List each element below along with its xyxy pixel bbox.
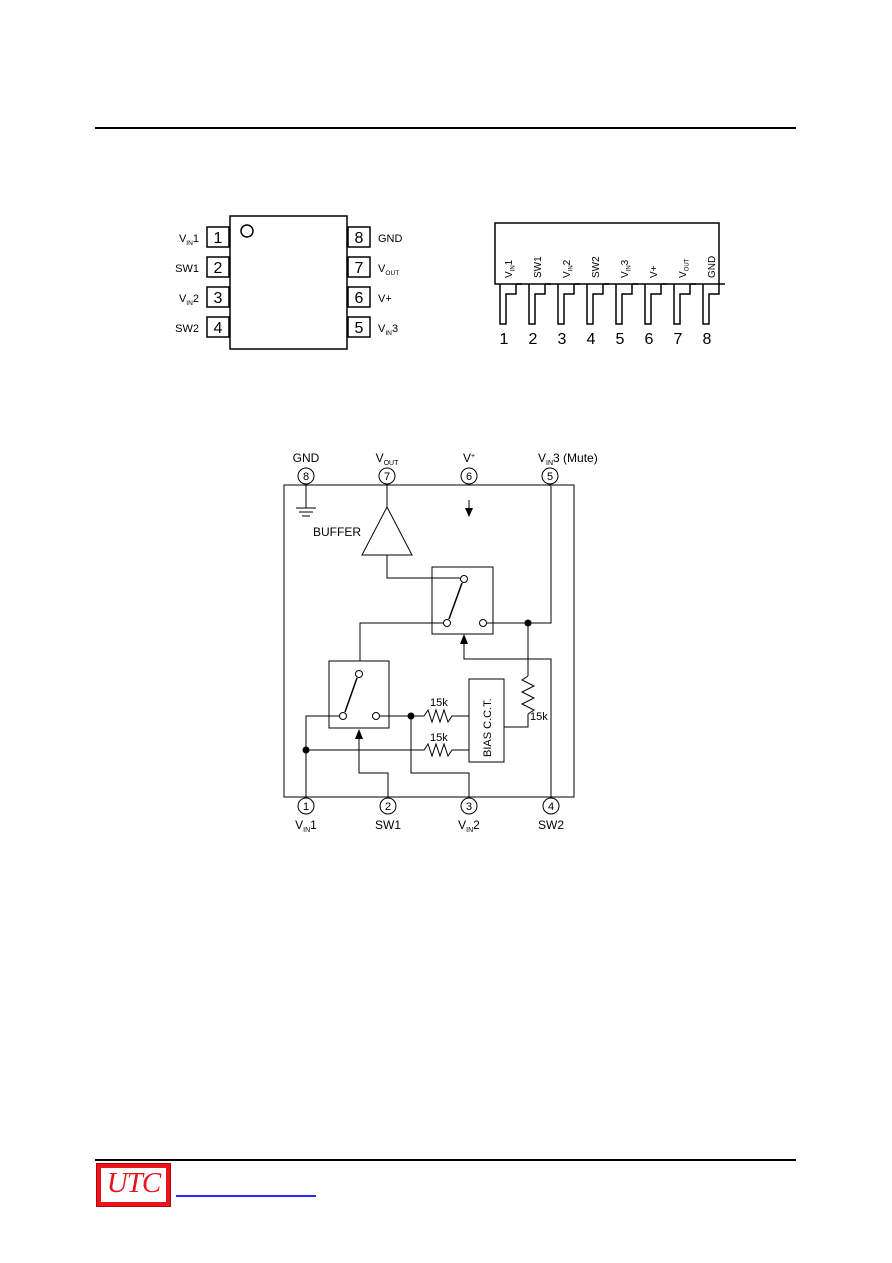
- pin-number: 5: [547, 471, 553, 483]
- pin-label: GND: [378, 233, 403, 245]
- sip-pin-lead: [615, 284, 633, 325]
- pin-number: 3: [214, 290, 223, 307]
- pin-box: [347, 316, 371, 338]
- lower-switch: [305, 660, 411, 797]
- pin-number: 2: [214, 260, 223, 277]
- pin-box: [206, 256, 230, 278]
- buffer-label: BUFFER: [313, 525, 361, 539]
- pin-label: VIN2: [458, 818, 480, 834]
- r1-label: 15k: [430, 697, 448, 709]
- pin-number: 2: [385, 801, 391, 813]
- pin-box: [347, 226, 371, 248]
- pin-label: VIN1: [504, 259, 517, 278]
- r2-label: 15k: [430, 732, 448, 744]
- pin-label: SW1: [375, 818, 401, 832]
- sip-pin-lead: [702, 284, 720, 325]
- pin-label: GND: [707, 256, 718, 278]
- pin-label: GND: [293, 451, 320, 465]
- buffer-amplifier: [361, 486, 461, 579]
- pin-number: 8: [355, 230, 364, 247]
- pin-number: 1: [500, 331, 509, 348]
- lower-switch-control-arrow: [355, 729, 389, 797]
- pin-label: VOUT: [378, 263, 399, 277]
- pin-label: VOUT: [376, 451, 400, 467]
- pin-label: VIN2: [179, 293, 199, 307]
- pin-box: [206, 316, 230, 338]
- pin-number: 3: [558, 331, 567, 348]
- supply-arrow-icon: [465, 500, 473, 517]
- pin-number: 4: [214, 320, 223, 337]
- pin-number: 5: [616, 331, 625, 348]
- pin-circle: [460, 467, 478, 485]
- pin-box: [347, 286, 371, 308]
- pin-label: V+: [649, 265, 660, 278]
- r3-label: 15k: [530, 711, 548, 723]
- pin-circle: [542, 797, 560, 815]
- utc-logo: UTC: [96, 1163, 171, 1207]
- pin-number: 3: [466, 801, 472, 813]
- pin-circle: [379, 797, 397, 815]
- pin-number: 6: [466, 471, 472, 483]
- footer-rule: [95, 1159, 796, 1161]
- pin-box: [206, 286, 230, 308]
- pin-box: [347, 256, 371, 278]
- pin-circle: [460, 797, 478, 815]
- pin-number: 4: [548, 801, 554, 813]
- pin-label: VIN1: [179, 233, 199, 247]
- upper-switch-control-arrow: [460, 634, 552, 797]
- sip-pin-lead: [586, 284, 604, 325]
- pin-number: 5: [355, 320, 364, 337]
- pin-number: 7: [355, 260, 364, 277]
- header-rule: [95, 127, 796, 129]
- resistor-r1: [410, 708, 470, 797]
- pin-number: 1: [214, 230, 223, 247]
- pin-number: 8: [303, 471, 309, 483]
- pin-label: VOUT: [678, 258, 691, 278]
- pin-circle: [297, 797, 315, 815]
- pin-label: VIN3: [378, 323, 398, 337]
- pin-number: 8: [703, 331, 712, 348]
- logo-text: UTC: [106, 1167, 161, 1199]
- block-outline: [283, 484, 575, 798]
- resistor-r2: [306, 742, 469, 758]
- pin-label: VIN3: [620, 259, 633, 278]
- ground-icon: [296, 486, 316, 517]
- node-dot: [524, 619, 532, 627]
- pin-label: SW1: [175, 263, 199, 275]
- pin-number: 6: [355, 290, 364, 307]
- pin-label: V+: [378, 293, 392, 305]
- sop8-body: [229, 215, 348, 350]
- sip-pin-lead: [557, 284, 575, 325]
- pin-label: SW2: [175, 323, 199, 335]
- pin-number: 2: [529, 331, 538, 348]
- sip-pin-lead: [528, 284, 546, 325]
- upper-switch: [359, 566, 528, 661]
- pin-box: [206, 226, 230, 248]
- website-link-underline[interactable]: [176, 1195, 316, 1197]
- pin-label: V+: [463, 451, 475, 465]
- pin-label: VIN3 (Mute): [538, 451, 598, 467]
- pin-label: VIN1: [295, 818, 317, 834]
- sip-pin-lead: [499, 284, 517, 325]
- bias-circuit-box: [468, 678, 505, 763]
- resistor-r3: [504, 675, 536, 728]
- pin-number: 7: [384, 471, 390, 483]
- pin-number: 6: [645, 331, 654, 348]
- pin-number: 1: [303, 801, 309, 813]
- pin-label: SW1: [533, 256, 544, 278]
- pin-label: SW2: [538, 818, 564, 832]
- pin-number: 7: [674, 331, 683, 348]
- sip-pin-lead: [644, 284, 662, 325]
- sip-pin-lead: [673, 284, 691, 325]
- pin1-marker: [240, 224, 254, 238]
- bias-label: BIAS C.C.T.: [482, 698, 494, 757]
- pin-label: VIN2: [562, 259, 575, 278]
- pin-label: SW2: [591, 256, 602, 278]
- pin-number: 4: [587, 331, 596, 348]
